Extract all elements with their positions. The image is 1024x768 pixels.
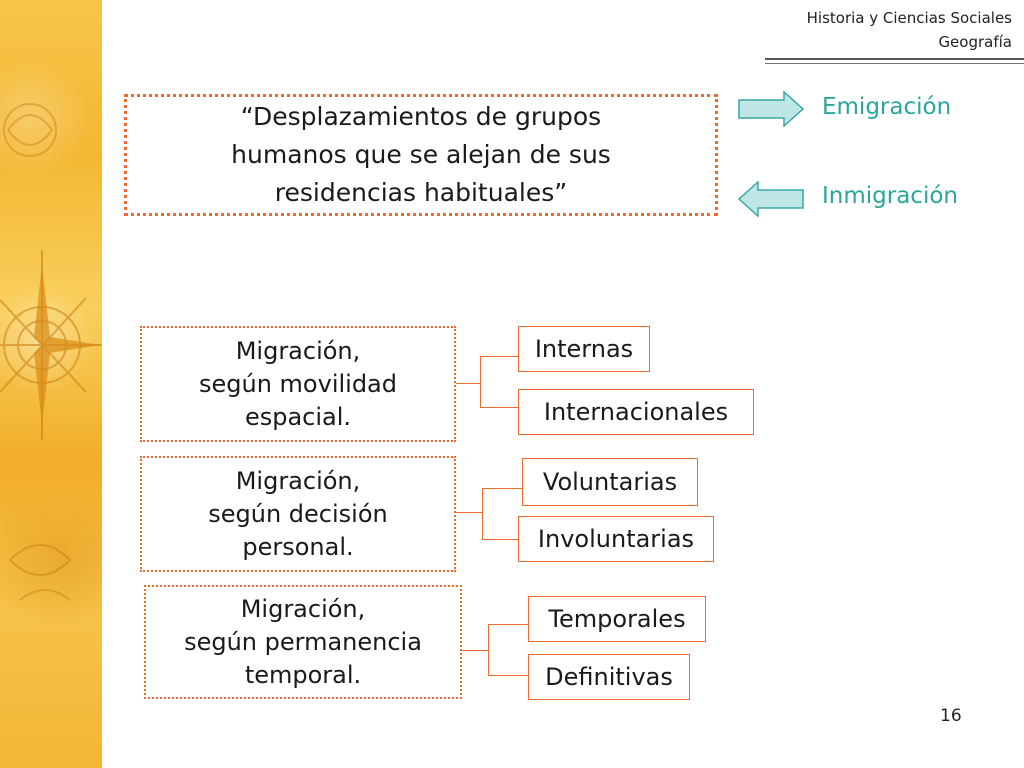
definition-text: “Desplazamientos de grupos humanos que s… bbox=[231, 98, 611, 212]
header-divider bbox=[765, 58, 1024, 60]
category-box-permanence: Migración, según permanencia temporal. bbox=[144, 585, 462, 699]
emigration-label: Emigración bbox=[822, 94, 952, 120]
category-line: según movilidad bbox=[199, 369, 397, 398]
category-box-spatial: Migración, según movilidad espacial. bbox=[140, 326, 456, 442]
category-line: Migración, bbox=[240, 594, 366, 623]
option-internas: Internas bbox=[518, 326, 650, 372]
connector-line bbox=[462, 650, 488, 651]
category-line: según permanencia bbox=[184, 627, 422, 656]
option-definitivas: Definitivas bbox=[528, 654, 690, 700]
header-topic: Geografía bbox=[938, 33, 1012, 51]
category-line: Migración, bbox=[235, 466, 361, 495]
compass-rose-icon bbox=[0, 103, 102, 601]
category-line: temporal. bbox=[244, 660, 362, 689]
definition-line: residencias habituales” bbox=[274, 178, 568, 207]
definition-box: “Desplazamientos de grupos humanos que s… bbox=[124, 94, 718, 216]
option-temporales: Temporales bbox=[528, 596, 706, 642]
page-number: 16 bbox=[940, 706, 962, 726]
definition-line: “Desplazamientos de grupos bbox=[240, 102, 602, 131]
connector-bracket bbox=[480, 356, 518, 408]
option-involuntarias: Involuntarias bbox=[518, 516, 714, 562]
arrow-right-icon bbox=[738, 91, 804, 127]
header-divider-thin bbox=[765, 63, 1024, 64]
category-box-decision: Migración, según decisión personal. bbox=[140, 456, 456, 572]
connector-line bbox=[456, 383, 480, 384]
connector-bracket bbox=[488, 624, 528, 676]
category-line: Migración, bbox=[235, 336, 361, 365]
category-line: espacial. bbox=[244, 402, 352, 431]
header: Historia y Ciencias Sociales Geografía bbox=[807, 6, 1012, 54]
definition-line: humanos que se alejan de sus bbox=[231, 140, 611, 169]
category-line: personal. bbox=[242, 532, 354, 561]
connector-bracket bbox=[482, 488, 522, 540]
option-voluntarias: Voluntarias bbox=[522, 458, 698, 506]
immigration-label: Inmigración bbox=[822, 183, 958, 209]
decorative-sidebar bbox=[0, 0, 102, 768]
arrow-left-icon bbox=[738, 181, 804, 217]
header-subject: Historia y Ciencias Sociales bbox=[806, 9, 1012, 27]
option-internacionales: Internacionales bbox=[518, 389, 754, 435]
connector-line bbox=[456, 512, 482, 513]
category-line: según decisión bbox=[208, 499, 388, 528]
